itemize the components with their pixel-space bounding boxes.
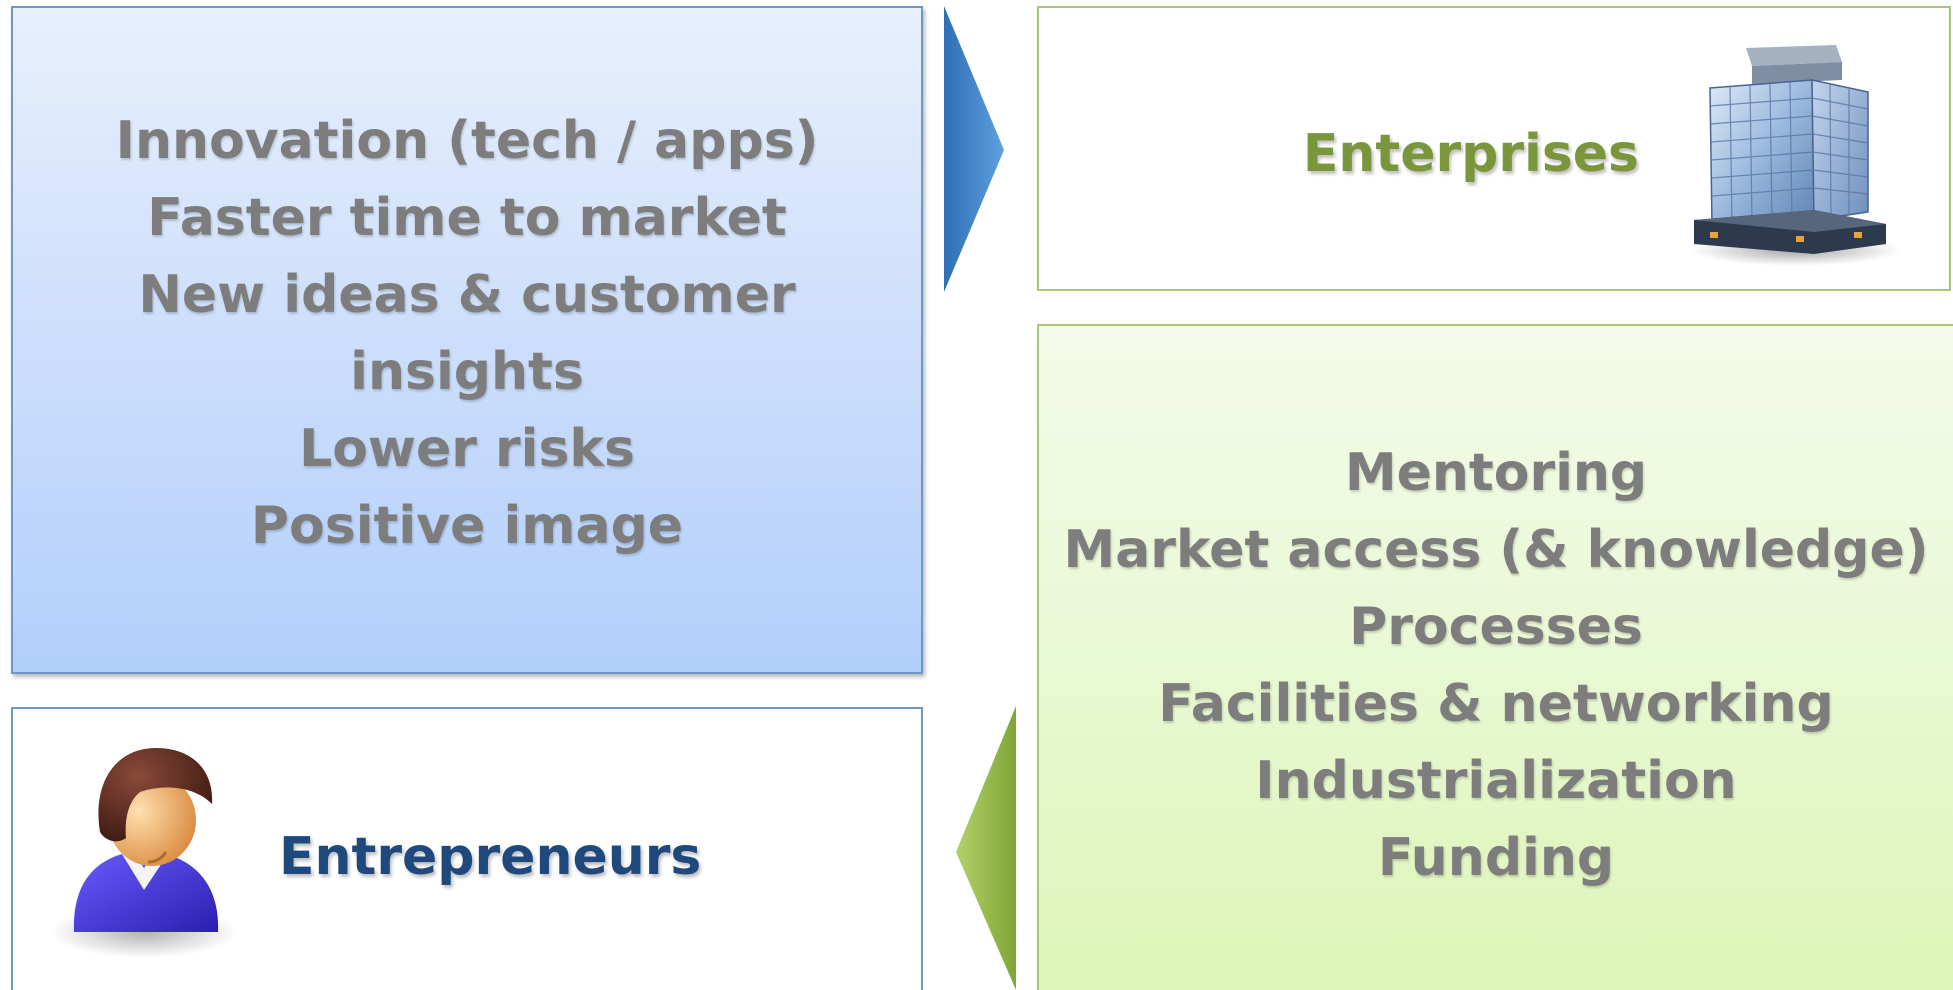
- person-icon: [50, 748, 238, 958]
- enterprise-benefits-panel: Innovation (tech / apps) Faster time to …: [11, 6, 923, 674]
- arrow-right-icon: [944, 6, 1004, 292]
- list-item: Market access (& knowledge): [1063, 520, 1929, 580]
- list-item: Facilities & networking: [1158, 674, 1834, 734]
- list-item: Positive image: [250, 496, 684, 556]
- list-item: Innovation (tech / apps): [115, 111, 819, 171]
- enterprise-benefits-list: Innovation (tech / apps) Faster time to …: [13, 103, 921, 565]
- entrepreneur-benefits-list: Mentoring Market access (& knowledge) Pr…: [1063, 435, 1928, 897]
- list-item: Faster time to market: [147, 188, 787, 248]
- entrepreneurs-label: Entrepreneurs: [279, 827, 702, 887]
- entrepreneur-benefits-panel: Mentoring Market access (& knowledge) Pr…: [1037, 324, 1953, 990]
- list-item: Industrialization: [1255, 751, 1737, 811]
- list-item: Processes: [1349, 597, 1643, 657]
- office-building-icon: [1691, 45, 1901, 266]
- list-item: Lower risks: [299, 419, 635, 479]
- arrow-left-icon: [956, 706, 1016, 990]
- enterprises-label: Enterprises: [1302, 124, 1639, 184]
- list-item: New ideas & customer insights: [138, 265, 796, 402]
- list-item: Mentoring: [1344, 443, 1648, 503]
- list-item: Funding: [1377, 828, 1615, 888]
